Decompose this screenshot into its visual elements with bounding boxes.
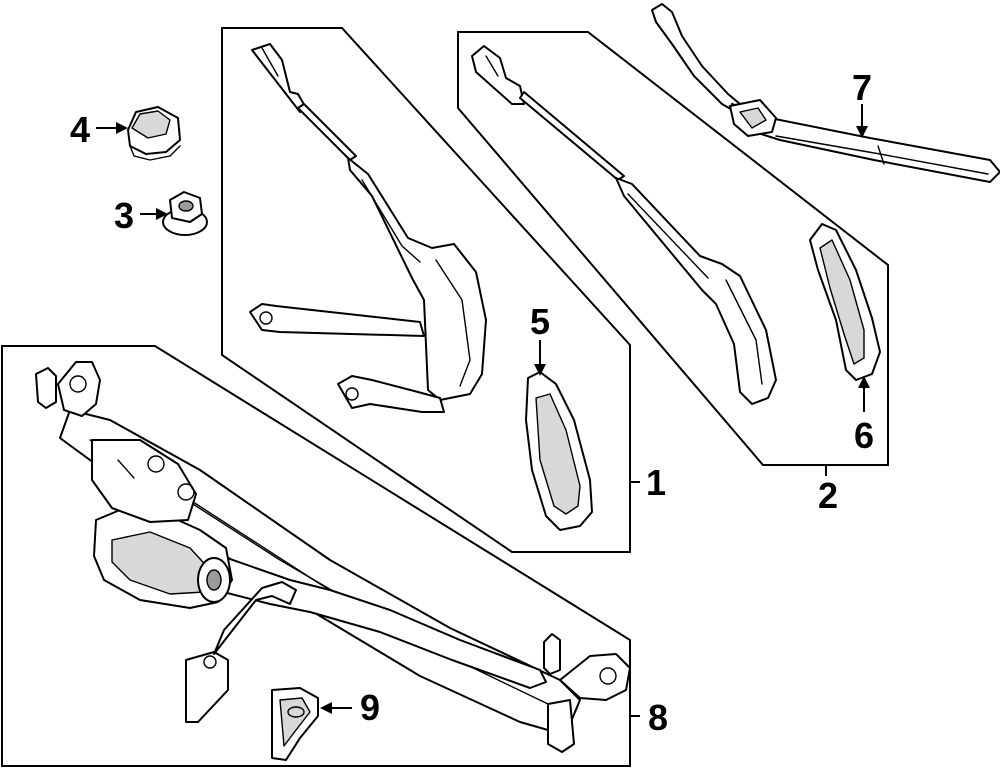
part-2-wiper-arm — [471, 45, 777, 405]
callout-5: 5 — [530, 301, 550, 342]
arrowhead-9 — [320, 702, 332, 714]
group-frame-1 — [221, 27, 631, 553]
arrowhead-3 — [156, 208, 168, 220]
part-4-cap-nut — [127, 106, 181, 161]
group-frame-2 — [457, 31, 889, 466]
callout-6: 6 — [854, 415, 874, 456]
group-frame-8 — [1, 345, 631, 767]
callout-9: 9 — [360, 687, 380, 728]
callout-7: 7 — [852, 67, 872, 108]
part-6-arm-cover — [809, 223, 881, 381]
callout-3: 3 — [114, 195, 134, 236]
arrowhead-5 — [534, 364, 546, 376]
arrowhead-6 — [858, 376, 870, 388]
arrowhead-7 — [856, 126, 868, 138]
part-1-wiper-arm — [249, 43, 487, 413]
arrowhead-4 — [116, 122, 128, 134]
part-5-arm-cover — [525, 371, 593, 531]
callout-1: 1 — [646, 462, 666, 503]
callout-2: 2 — [818, 475, 838, 516]
part-9-bracket — [271, 687, 319, 761]
part-8-motor-linkage — [35, 361, 631, 753]
callout-4: 4 — [70, 109, 90, 150]
part-7-wiper-blade — [651, 3, 1000, 183]
part-3-flange-nut — [162, 191, 208, 236]
callout-8: 8 — [648, 697, 668, 738]
